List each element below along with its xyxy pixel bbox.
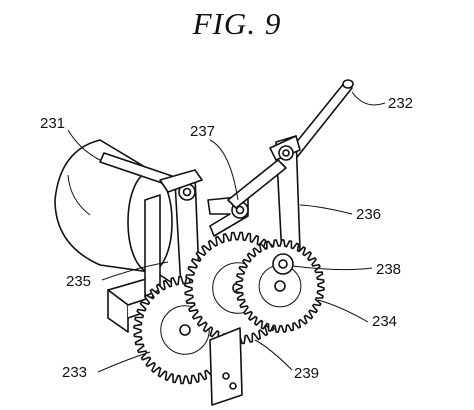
support-block bbox=[209, 327, 243, 406]
label-237: 237 bbox=[190, 123, 216, 140]
label-236: 236 bbox=[356, 206, 382, 223]
gear-234 bbox=[235, 239, 325, 333]
motor-housing bbox=[54, 139, 173, 273]
label-238: 238 bbox=[376, 261, 402, 278]
label-239: 239 bbox=[294, 365, 320, 382]
label-234: 234 bbox=[372, 313, 398, 330]
lever-236 bbox=[269, 135, 301, 257]
label-232: 232 bbox=[388, 95, 414, 112]
leader-lines bbox=[67, 91, 386, 373]
figure-title: FIG. 9 bbox=[192, 6, 282, 41]
pivot-238 bbox=[272, 253, 294, 275]
label-231: 231 bbox=[40, 115, 66, 132]
rod-232 bbox=[281, 79, 354, 167]
label-233: 233 bbox=[62, 364, 88, 381]
label-235: 235 bbox=[66, 273, 92, 290]
crank-237 bbox=[207, 159, 287, 237]
